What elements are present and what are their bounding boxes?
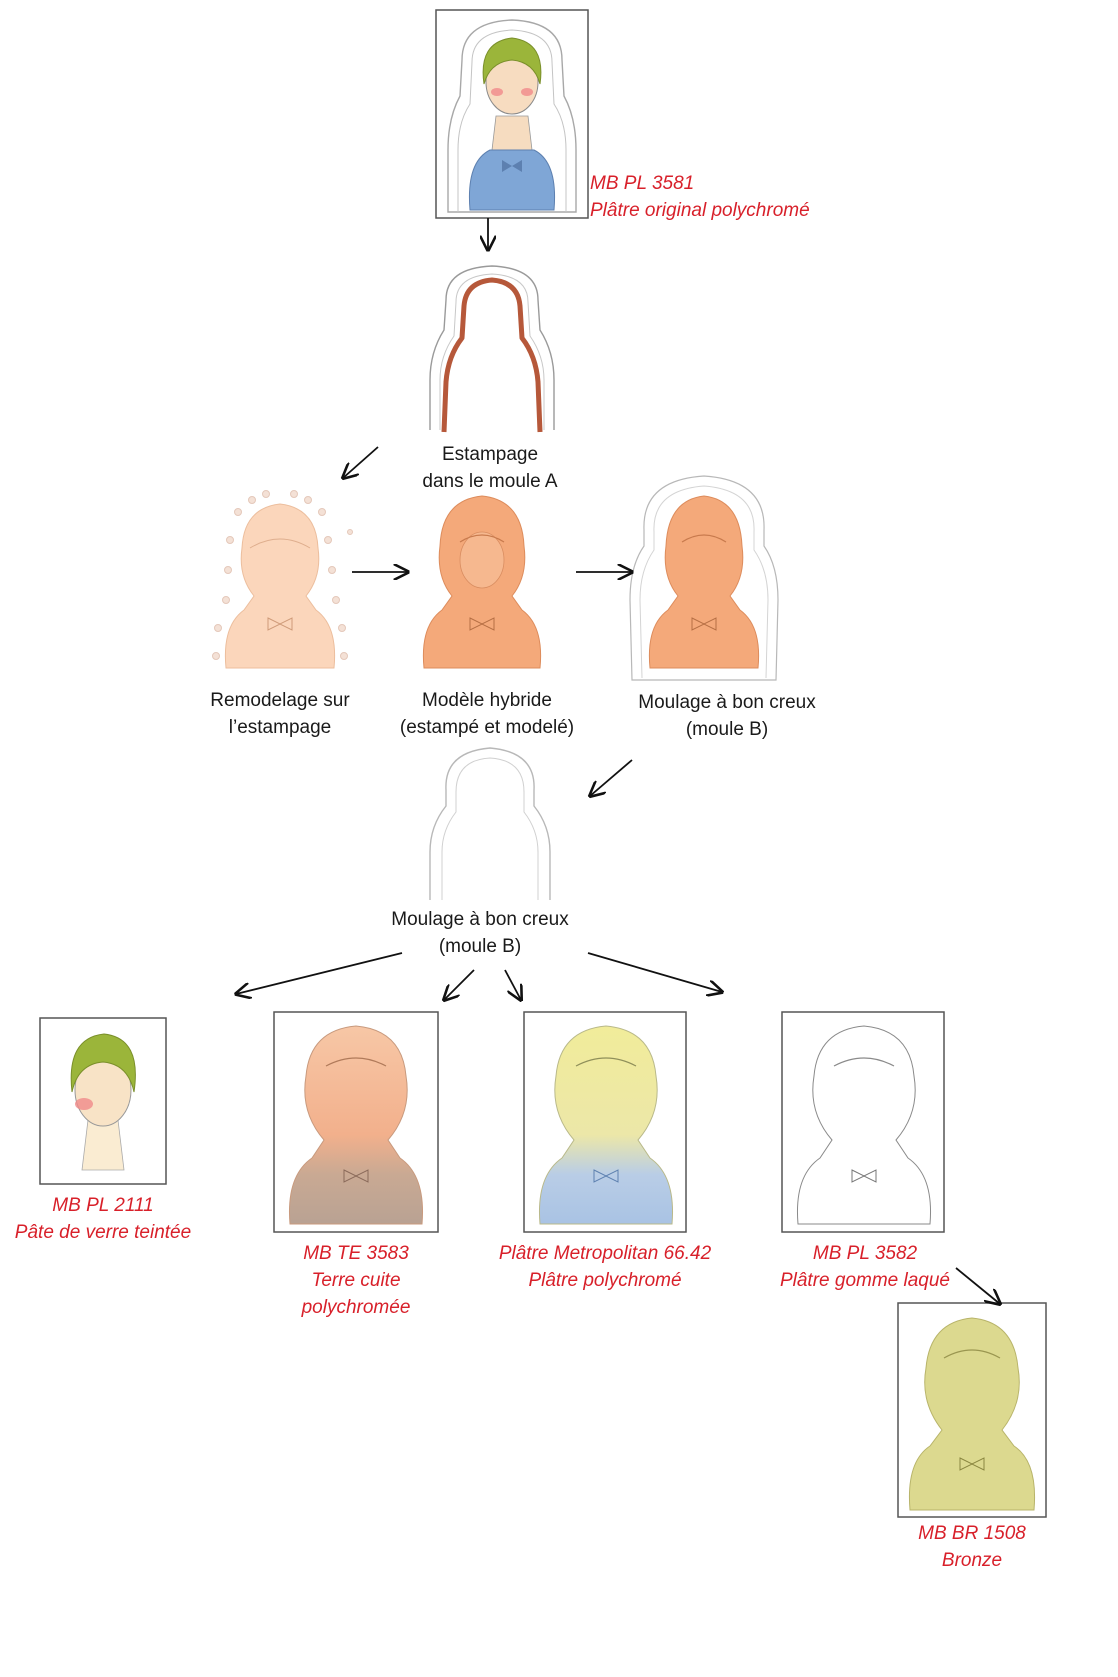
source-cheek-right xyxy=(521,88,533,96)
source-material: Plâtre original polychromé xyxy=(590,197,810,224)
source-dress xyxy=(469,150,554,210)
estampage-mold-figure xyxy=(430,266,554,432)
mold-b-label: Moulage à bon creux (moule B) xyxy=(360,906,600,960)
hybride-label: Modèle hybride (estampé et modelé) xyxy=(377,687,597,741)
arrow-to-metro xyxy=(505,970,521,1000)
cast-verre-figure xyxy=(40,1018,166,1184)
mold-b-figure xyxy=(430,748,550,900)
cast-bronze-caption: MB BR 1508 Bronze xyxy=(888,1520,1056,1574)
source-neck xyxy=(492,116,532,150)
source-cheek-left xyxy=(491,88,503,96)
cast-gomme-caption: MB PL 3582 Plâtre gomme laqué xyxy=(760,1240,970,1294)
moulage-label: Moulage à bon creux (moule B) xyxy=(612,689,842,743)
cast-terre-figure xyxy=(274,1012,438,1232)
cast-verre-caption: MB PL 2111 Pâte de verre teintée xyxy=(0,1192,206,1246)
estampage-label: Estampage dans le moule A xyxy=(390,441,590,495)
cast-gomme-figure xyxy=(782,1012,944,1232)
arrow-to-gomme xyxy=(588,953,722,992)
hybride-figure xyxy=(423,496,540,668)
source-caption: MB PL 3581 Plâtre original polychromé xyxy=(590,170,810,224)
cast-metro-figure xyxy=(524,1012,686,1232)
remodelage-figure xyxy=(213,491,353,669)
remodelage-label: Remodelage sur l’estampage xyxy=(180,687,380,741)
source-id: MB PL 3581 xyxy=(590,170,810,197)
cast-bronze-figure xyxy=(898,1303,1046,1517)
arrow-moulage-to-mold-b xyxy=(590,760,632,796)
cast-terre-caption: MB TE 3583 Terre cuite polychromée xyxy=(256,1240,456,1321)
source-figure xyxy=(436,10,588,218)
cast-metro-caption: Plâtre Metropolitan 66.42 Plâtre polychr… xyxy=(470,1240,740,1294)
moulage-figure xyxy=(630,476,778,680)
arrow-estampage-to-remodelage xyxy=(343,447,378,478)
arrow-to-terre xyxy=(444,970,474,1000)
